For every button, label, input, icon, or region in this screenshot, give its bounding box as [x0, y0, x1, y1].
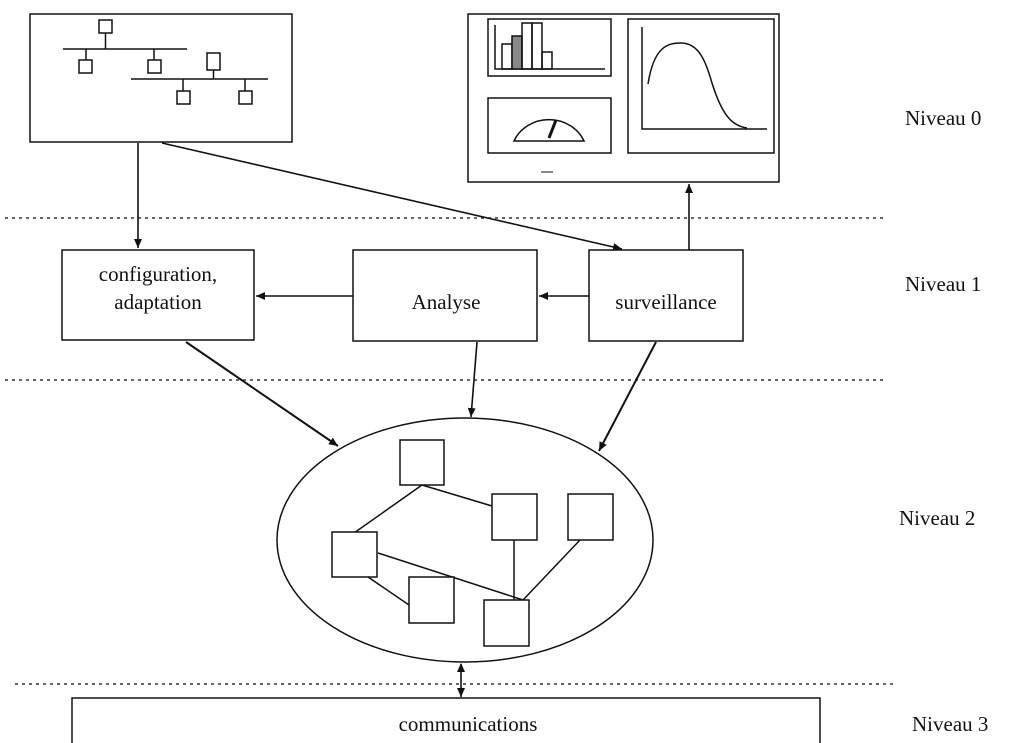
topology-node [78, 59, 93, 74]
histogram-bar [501, 43, 513, 70]
surveillance-box: surveillance [588, 249, 744, 342]
analyse-box: Analyse [352, 249, 538, 342]
monitoring-screen [467, 13, 780, 183]
gauge-panel [487, 97, 612, 173]
level-1-label: Niveau 1 [905, 272, 981, 296]
network-node [483, 599, 530, 647]
configuration-box: configuration, adaptation [61, 249, 255, 341]
topology-node [98, 19, 113, 34]
network-node [331, 531, 378, 578]
topology-node [206, 52, 221, 71]
histogram-bar [521, 22, 533, 70]
flow-arrows [134, 142, 693, 697]
histogram-panel [487, 18, 612, 77]
topology-node [147, 59, 162, 74]
network-node [491, 493, 538, 541]
topology-node [238, 90, 253, 105]
arrow-analyse-to-network [467, 341, 478, 418]
managed-network-ellipse [276, 417, 654, 663]
communications-box: communications [71, 697, 821, 743]
communications-label: communications [399, 712, 538, 736]
network-node [399, 439, 445, 486]
configuration-label-line2: adaptation [114, 290, 202, 314]
gauge-needle [547, 119, 558, 139]
level-2-label: Niveau 2 [899, 506, 975, 530]
node-links [353, 484, 581, 606]
response-curve [647, 42, 748, 129]
arrow-topology-to-surveillance [161, 142, 623, 251]
analyse-label: Analyse [412, 290, 481, 314]
histogram-bar [541, 51, 553, 70]
histogram-bar [511, 35, 523, 70]
network-node [567, 493, 614, 541]
histogram-bar [531, 22, 543, 70]
surveillance-label: surveillance [615, 290, 716, 314]
configuration-label-line1: configuration, [99, 262, 217, 286]
level-3-label: Niveau 3 [912, 712, 988, 736]
level-0-label: Niveau 0 [905, 106, 981, 130]
network-node [408, 576, 455, 624]
curve-panel [627, 18, 775, 154]
network-topology-box [29, 13, 293, 143]
arrow-configuration-to-network [185, 341, 339, 447]
arrow-surveillance-to-network [598, 341, 657, 452]
topology-node [176, 90, 191, 105]
